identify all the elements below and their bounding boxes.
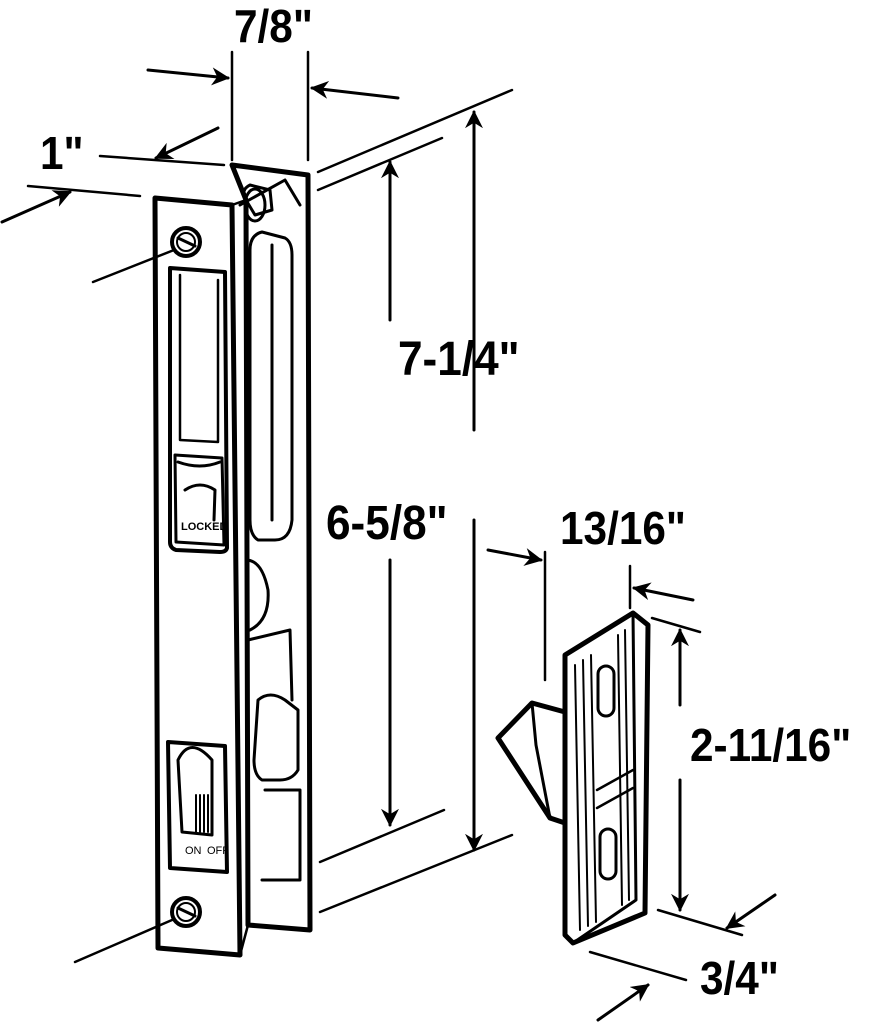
face-width-dimension-label: 1"	[40, 127, 84, 179]
screw-spacing-dimension-label: 6-5/8"	[326, 497, 448, 550]
switch-off-marking: OFF	[207, 845, 229, 857]
on-off-switch-slot	[166, 740, 229, 874]
top-screw-icon	[170, 226, 202, 258]
keeper	[495, 610, 651, 946]
keeper-serrations	[574, 629, 630, 931]
switch-toggle-icon	[195, 794, 209, 833]
lock-lever-slot	[168, 266, 229, 554]
locked-marking: LOCKED	[181, 521, 228, 533]
overall-height-dimension-label: 7-1/4"	[398, 333, 520, 386]
face-plate	[152, 195, 250, 958]
latch-housing	[229, 162, 313, 933]
keeper-width-dimension-label: 3/4"	[700, 952, 779, 1004]
dimension-lines	[0, 50, 777, 1022]
bottom-screw-icon	[170, 896, 202, 928]
keeper-height-dimension-label: 2-11/16"	[690, 719, 852, 771]
switch-on-marking: ON	[185, 845, 202, 857]
depth-dimension-label: 7/8"	[234, 0, 313, 52]
keeper-projection-dimension-label: 13/16"	[560, 502, 686, 554]
